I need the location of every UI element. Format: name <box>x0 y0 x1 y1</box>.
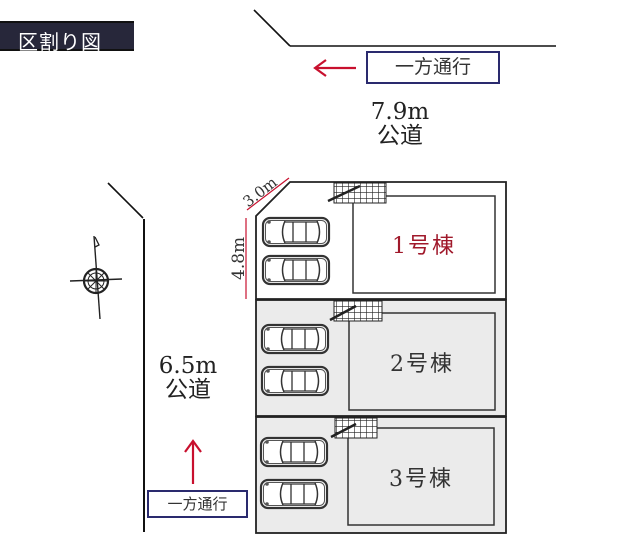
oneway-label: 一方通行 <box>394 56 471 78</box>
west-road-label: 6.5m 公道 <box>143 354 233 402</box>
oneway-label: 一方通行 <box>167 495 228 513</box>
lot-2-label: 2号棟 <box>390 352 454 377</box>
car-icon <box>259 436 329 468</box>
entrance-step-lot-3 <box>330 417 378 439</box>
car-icon <box>261 216 331 248</box>
north-road-label: 7.9m 公道 <box>355 100 445 148</box>
lot-3-label: 3号棟 <box>389 467 453 492</box>
oneway-sign-west: 一方通行 <box>147 490 248 518</box>
north-road-type: 公道 <box>377 123 423 150</box>
oneway-arrow-left-icon <box>313 59 356 77</box>
west-road-type: 公道 <box>165 377 211 404</box>
compass-icon <box>69 235 123 320</box>
lot-1-label: 1号棟 <box>392 234 456 259</box>
oneway-sign-north: 一方通行 <box>366 51 500 84</box>
entrance-step-lot-1 <box>327 182 387 204</box>
entrance-step-lot-2 <box>329 300 383 322</box>
title-badge: 区割り図 <box>0 17 137 54</box>
page-title: 区割り図 <box>18 30 102 54</box>
car-icon <box>260 323 330 355</box>
lot-3-boundary <box>255 416 507 534</box>
corner-cut-dimension-line <box>246 177 290 211</box>
west-road-edge <box>107 182 145 532</box>
oneway-arrow-up-icon <box>184 439 202 484</box>
west-road-width: 6.5m <box>158 353 218 379</box>
frontage-dimension-label: 4.8m <box>229 236 249 280</box>
car-icon <box>259 478 329 510</box>
north-road-width: 7.9m <box>370 99 430 125</box>
car-icon <box>260 365 330 397</box>
car-icon <box>261 254 331 286</box>
north-road-edge <box>253 9 556 47</box>
